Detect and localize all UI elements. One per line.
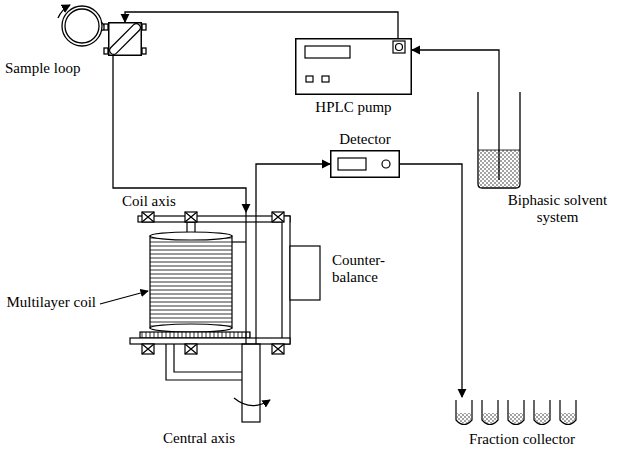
fraction-collector: Fraction collector (452, 397, 592, 429)
centrifuge: Multilayer coil (100, 212, 322, 422)
solvent-bottle: Biphasic solvent system (478, 88, 520, 188)
bearing (142, 212, 154, 222)
leader-arrow (100, 291, 148, 304)
flow-line (256, 164, 330, 212)
pump-display (305, 46, 350, 58)
part-label: Coil axis (122, 193, 176, 210)
bearing (185, 344, 197, 354)
multilayer-coil (150, 236, 232, 328)
part-label: Central axis (163, 430, 235, 447)
fraction (535, 413, 549, 424)
loop-coil-inner (65, 9, 99, 43)
valve-port (104, 48, 108, 54)
bearing (142, 344, 154, 354)
test-tube (534, 400, 550, 425)
bearing-cross (272, 212, 284, 222)
gear (140, 332, 250, 338)
valve-port (142, 48, 146, 54)
bearing-cross (142, 212, 154, 222)
node-label: HPLC pump (315, 99, 391, 116)
coil-flange (150, 232, 232, 240)
fraction (561, 413, 575, 424)
loop-coil (62, 6, 102, 46)
rotation-arrow (58, 5, 70, 18)
test-tube (482, 400, 498, 425)
fraction-tubes-drawing (456, 400, 576, 425)
bearing (185, 212, 197, 222)
fraction (483, 413, 497, 424)
pump-box: HPLC pump (295, 38, 412, 95)
detector-box: Detector (330, 150, 400, 178)
fraction (509, 413, 523, 424)
flow-line (412, 50, 499, 88)
label-holder: Central axis (163, 430, 235, 447)
pump-button (322, 76, 329, 82)
node-label: Multilayer coil (6, 294, 96, 311)
pump-head (393, 41, 405, 53)
bearing (272, 344, 284, 354)
pump-button (306, 76, 313, 82)
valve-port (104, 24, 108, 30)
bearing-cross (142, 344, 154, 354)
detector-drawing (338, 158, 390, 170)
bearings (142, 212, 284, 354)
label-holder: Coil axis (122, 193, 176, 210)
flow-tube (255, 212, 256, 344)
flow-line (125, 12, 398, 38)
node-label: Detector (339, 131, 391, 148)
rotation-arrow (234, 398, 270, 406)
test-tube (456, 400, 472, 425)
side-plate (282, 216, 290, 344)
counterweight (290, 246, 320, 300)
test-tube (560, 400, 576, 425)
node-label: Sample loop (5, 60, 80, 77)
pump-drawing (305, 41, 405, 82)
stationary-support (166, 344, 242, 380)
label-holder: Counter- balance (332, 252, 404, 287)
valve-rotor (108, 22, 142, 56)
detector-display (338, 158, 366, 170)
bottom-plate (130, 338, 290, 344)
part-label: Counter- balance (332, 252, 404, 287)
node-label: Fraction collector (469, 431, 575, 448)
pump-head-valve (396, 44, 403, 51)
top-plate (138, 216, 290, 222)
test-tube (508, 400, 524, 425)
bearing (272, 212, 284, 222)
sample-valve: Sample loop (108, 22, 142, 56)
flow-line (113, 56, 246, 212)
bearing-cross (185, 212, 197, 222)
flow-tube (245, 212, 246, 344)
coil-lead (232, 241, 246, 242)
detector-knob (382, 160, 390, 168)
central-shaft (242, 344, 260, 422)
bearing-cross (272, 344, 284, 354)
fraction (457, 413, 471, 424)
intake-tube (498, 88, 499, 180)
node-label: Biphasic solvent system (495, 192, 620, 227)
bearing-cross (185, 344, 197, 354)
solvent-bottle-drawing (478, 88, 520, 188)
centrifuge-drawing (100, 212, 320, 422)
valve-port (142, 24, 146, 30)
flow-line (400, 164, 462, 397)
coil-flange (150, 324, 232, 332)
